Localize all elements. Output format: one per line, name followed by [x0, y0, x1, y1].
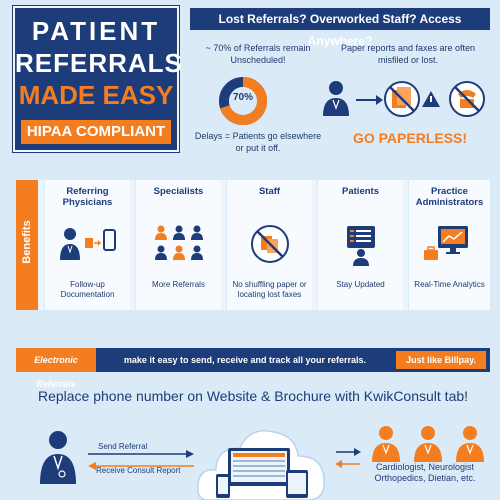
benefit-caption: Follow-up Documentation — [60, 280, 115, 299]
percent-arc — [219, 77, 267, 125]
benefit-head: Practice Administrators — [415, 186, 484, 208]
benefit-staff: Staff No shuffling paper or locating los… — [226, 180, 312, 310]
benefit-practice-administrators: Practice Administrators Real-Time Analyt… — [408, 180, 490, 310]
benefits-side — [16, 180, 38, 310]
arrow-icon — [356, 95, 383, 105]
people-group-icon — [155, 225, 203, 260]
flow-arrows-right — [335, 448, 361, 468]
hipaa-badge: HIPAA COMPLIANT — [21, 120, 171, 144]
benefit-caption: Real-Time Analytics — [414, 280, 485, 289]
replace-line: Replace phone number on Website & Brochu… — [37, 388, 469, 404]
doctor-icon — [323, 81, 349, 116]
flow-arrows — [88, 450, 194, 470]
benefit-caption: Stay Updated — [336, 280, 385, 289]
desktop-icon — [228, 448, 290, 486]
paper-text: Paper reports and faxes are often misfil… — [340, 43, 476, 65]
receive-report-label: Receive Consult Report — [96, 466, 181, 475]
eref-tag: Electronic Referrals — [16, 348, 96, 389]
title-block: PATIENT REFERRALS MADE EASY HIPAA COMPLI… — [13, 6, 183, 152]
title-line-2: REFERRALS — [15, 48, 183, 78]
tablet-icon — [286, 470, 308, 498]
benefit-caption: No shuffling paper or locating lost faxe… — [232, 280, 307, 299]
benefit-specialists: Specialists More Referrals — [135, 180, 221, 310]
specialists-label: Cardiologist, Neurologist Orthopedics, D… — [374, 462, 476, 483]
no-fax-icon — [449, 81, 485, 117]
specialists-group-icon — [372, 426, 484, 462]
title-line-1: PATIENT — [31, 16, 161, 46]
monitor-chart-icon — [424, 226, 468, 260]
percent-donut — [219, 77, 267, 125]
benefit-head: Patients — [342, 186, 379, 197]
benefit-referring-physicians: Referring Physicians Follow-up Documenta… — [44, 180, 130, 310]
referring-doctor-icon — [40, 431, 76, 484]
benefit-caption: More Referrals — [152, 280, 205, 289]
paper-lost-icons — [323, 81, 485, 117]
go-paperless: GO PAPERLESS! — [352, 130, 468, 146]
issues-header: Lost Referrals? Overworked Staff? Access… — [190, 8, 490, 48]
phone-icon — [216, 474, 230, 498]
eref-text: make it easy to send, receive and track … — [123, 355, 367, 365]
benefit-head: Referring Physicians — [62, 186, 113, 208]
patient-computer-icon — [347, 226, 375, 266]
send-referral-label: Send Referral — [98, 442, 148, 451]
benefit-patients: Patients Stay Updated — [317, 180, 403, 310]
benefits-label: Benefits — [21, 220, 33, 264]
physician-to-phone-icon — [60, 228, 116, 260]
benefit-head: Staff — [258, 186, 281, 197]
no-paper-icon — [251, 225, 289, 263]
percent-label: 70% — [232, 92, 253, 103]
warning-icon — [422, 91, 440, 107]
delays-text: Delays = Patients go elsewhere or put it… — [194, 131, 322, 153]
cloud-devices — [196, 430, 325, 500]
billpay-tag: Just like Billpay. — [396, 351, 486, 369]
no-documents-icon — [384, 81, 420, 117]
unscheduled-text: ~ 70% of Referrals remain Unscheduled! — [205, 43, 311, 65]
title-line-3: MADE EASY — [18, 80, 174, 110]
benefit-head: Specialists — [153, 186, 204, 197]
